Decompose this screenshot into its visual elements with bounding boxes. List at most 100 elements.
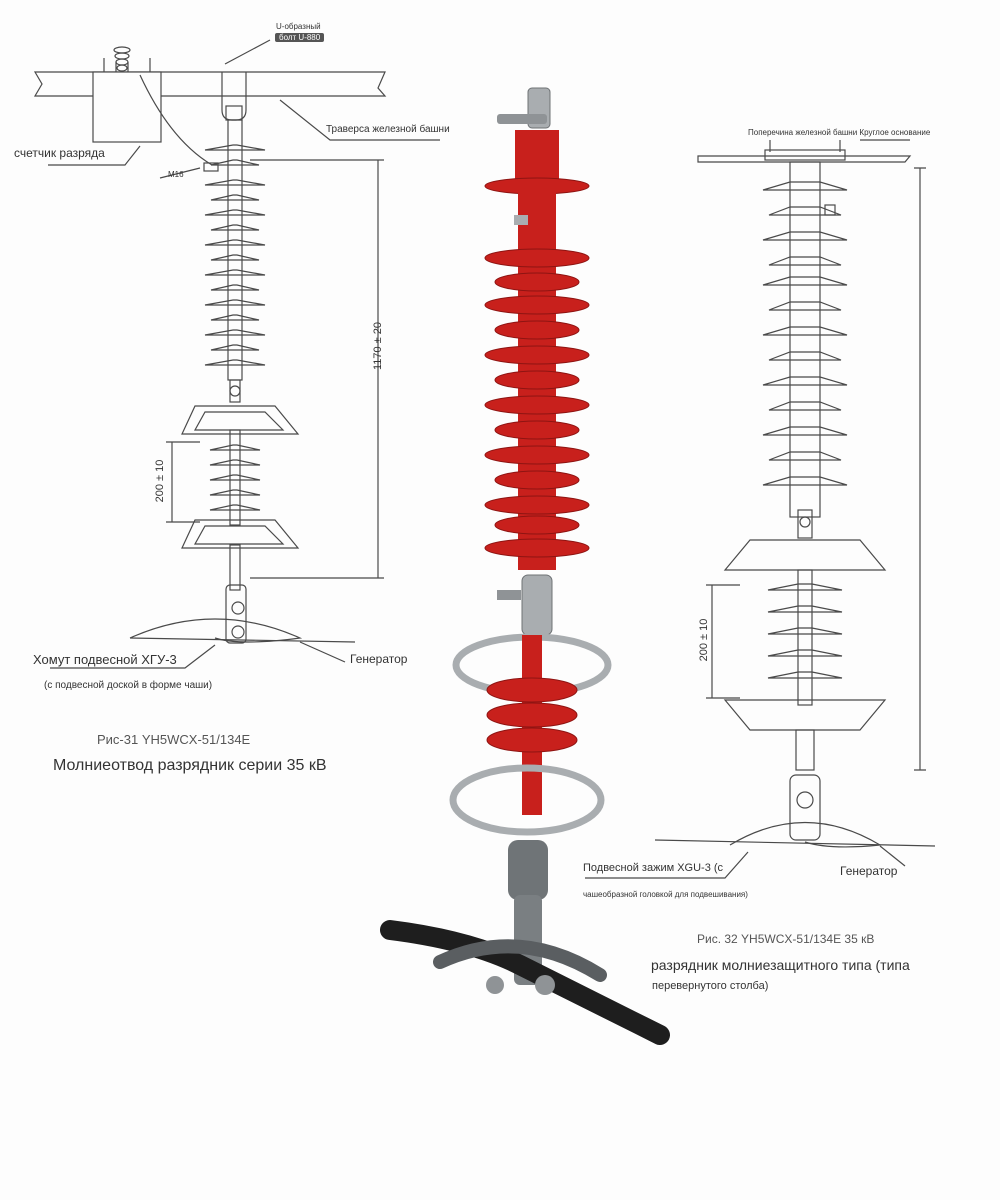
right-upper-shed — [768, 351, 842, 361]
right-cross-arm — [697, 155, 912, 163]
left-clamp-label: Хомут подвесной XГУ-3 — [33, 652, 177, 667]
left-upper-shed — [204, 299, 266, 306]
photo-upper-shed — [494, 370, 580, 390]
left-cross-arm — [33, 71, 387, 97]
right-lower-core — [797, 569, 813, 706]
left-upper-shed — [204, 359, 266, 366]
right-figure-title-line1: разрядник молниезащитного типа (типа — [651, 957, 910, 973]
left-technical-drawing — [33, 39, 440, 669]
left-conductor — [129, 637, 356, 643]
left-lower-shed — [209, 474, 261, 481]
left-leader-generator — [299, 641, 346, 663]
right-lower-shed — [767, 671, 843, 679]
right-upper-shed — [762, 376, 848, 386]
right-clamp-label: Подвесной зажим XGU-3 (с — [583, 862, 724, 874]
photo-clamp-top — [508, 840, 548, 900]
left-dimension-ring-line — [166, 441, 200, 523]
right-clamp-bolt — [796, 791, 814, 809]
left-clamp-bolt — [231, 601, 245, 615]
left-counter-insulator — [113, 46, 131, 54]
right-cross-arm-label: Поперечина железной башни Круглое основа… — [748, 128, 931, 137]
right-round-base — [764, 149, 846, 161]
right-grading-ring — [723, 539, 887, 571]
photo-lower-shed — [486, 677, 578, 703]
right-middle-bolt — [799, 516, 811, 528]
right-figure-title-line2: перевернутого столба) — [652, 980, 769, 992]
photo-upper-shed — [494, 515, 580, 535]
photo-upper-shed — [494, 320, 580, 340]
photo-upper-shed — [484, 345, 590, 365]
left-upper-shed — [210, 159, 260, 166]
photo-upper-shed — [484, 395, 590, 415]
left-grading-ring-inner — [193, 525, 285, 545]
left-clamp-bolt-2 — [231, 625, 245, 639]
left-generator-label: Генератор — [350, 652, 408, 666]
right-bottom-rod — [795, 729, 815, 771]
left-upper-shed — [210, 194, 260, 201]
left-cup-clamp — [129, 618, 303, 643]
left-counter-insulator — [114, 52, 130, 60]
right-upper-shed — [762, 476, 848, 486]
left-ground-wire — [139, 74, 213, 166]
right-clamp-body — [789, 774, 821, 841]
left-grading-ring-inner — [193, 411, 285, 431]
left-lower-shed — [209, 444, 261, 451]
left-upper-shed — [210, 344, 260, 351]
right-conductor — [654, 839, 936, 847]
right-upper-shed — [768, 256, 842, 266]
left-leader-counter — [48, 145, 141, 166]
photo-cable — [380, 920, 670, 1045]
right-upper-shed — [762, 276, 848, 286]
left-upper-shed — [210, 224, 260, 231]
photo-side-bolt — [514, 215, 528, 225]
left-upper-shed — [204, 239, 266, 246]
left-upper-shed — [204, 209, 266, 216]
photo-upper-shed — [484, 295, 590, 315]
right-dimension-ring: 200 ± 10 — [698, 618, 710, 662]
left-clamp-body — [225, 584, 247, 644]
left-dimension-ring: 200 ± 10 — [154, 459, 166, 503]
left-middle-connector — [229, 379, 241, 403]
right-lower-shed — [767, 583, 843, 591]
left-upper-shed — [204, 179, 266, 186]
right-clamp-note: чашеобразной головкой для подвешивания) — [583, 890, 748, 899]
right-upper-shed — [762, 181, 848, 191]
left-u-bolt-nut — [225, 105, 243, 121]
left-leader-clamp — [50, 644, 216, 669]
u-bolt-label: U-образный — [276, 22, 321, 31]
photo-top-bolt — [497, 114, 547, 124]
left-middle-bolt — [229, 385, 241, 397]
right-upper-shed — [768, 301, 842, 311]
right-dimension-total-line — [914, 167, 926, 771]
right-upper-shed — [762, 426, 848, 436]
left-lower-shed — [209, 459, 261, 466]
left-upper-shed — [210, 314, 260, 321]
photo-upper-shed — [484, 495, 590, 515]
left-lower-shed — [209, 489, 261, 496]
left-discharge-counter — [92, 71, 162, 143]
right-technical-drawing — [585, 139, 936, 879]
left-leader-crossarm — [279, 99, 440, 141]
left-lower-core — [229, 429, 241, 526]
left-clamp-note: (с подвесной доской в форме чаши) — [44, 680, 213, 691]
right-upper-shed — [768, 401, 842, 411]
left-m16-bolt — [203, 162, 219, 172]
tower-cross-arm-label: Траверса железной башни — [326, 124, 450, 135]
right-lower-shed — [767, 627, 843, 635]
right-lower-shed — [767, 605, 843, 613]
left-upper-shed — [210, 254, 260, 261]
left-upper-core — [227, 119, 243, 381]
right-lower-shed — [767, 649, 843, 657]
right-upper-shed — [762, 231, 848, 241]
photo-upper-shed — [494, 470, 580, 490]
left-dimension-total: 1170 ± 20 — [372, 321, 384, 371]
right-upper-shed — [762, 326, 848, 336]
photo-lower-ring — [449, 764, 605, 836]
left-figure-title: Молниеотвод разрядник серии 35 кВ — [53, 757, 327, 774]
right-figure-caption: Рис. 32 YH5WCX-51/134E 35 кВ — [697, 932, 875, 946]
photo-upper-shed — [484, 248, 590, 268]
left-lower-shed — [209, 504, 261, 511]
left-bottom-rod — [229, 544, 241, 591]
photo-upper-shed — [494, 420, 580, 440]
